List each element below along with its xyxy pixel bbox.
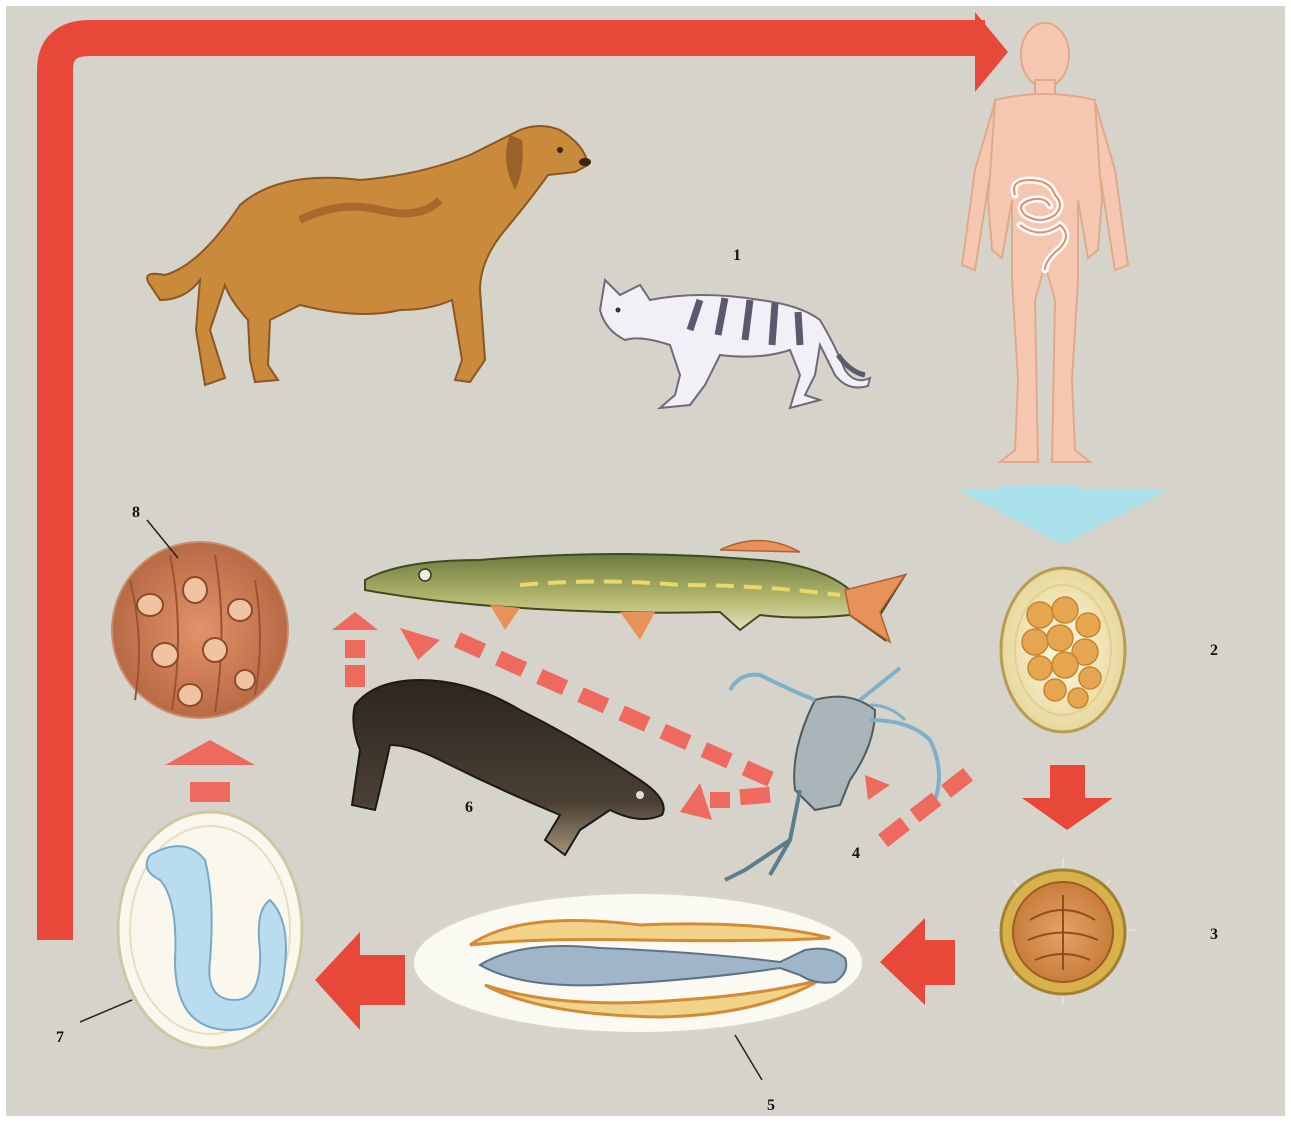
label-8: 8 [132, 505, 140, 521]
label-2: 2 [1210, 643, 1218, 659]
egg-stage [1001, 568, 1125, 732]
label-6: 6 [465, 800, 473, 816]
label-7: 7 [56, 1030, 64, 1046]
label-3: 3 [1210, 927, 1218, 943]
label-1: 1 [733, 248, 741, 264]
muscle-tissue-stage [112, 542, 288, 718]
label-4: 4 [852, 846, 860, 862]
label-5: 5 [767, 1098, 775, 1114]
procercoid-stage [413, 893, 863, 1033]
plerocercoid-stage [118, 812, 302, 1048]
